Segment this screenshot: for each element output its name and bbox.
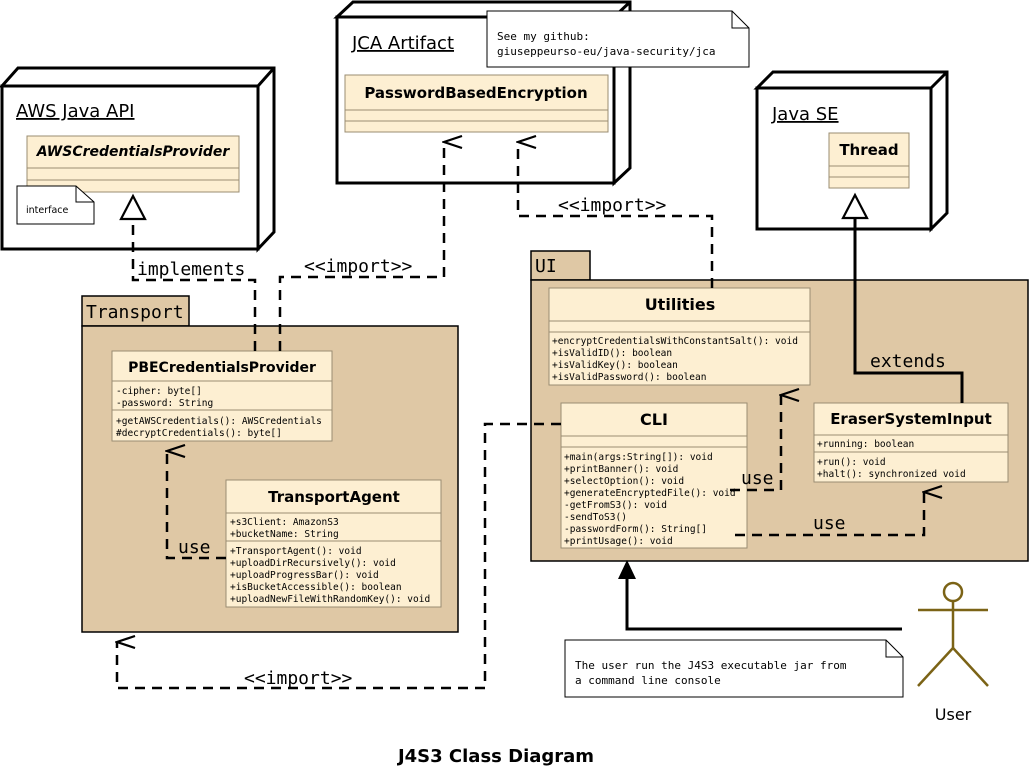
class-attribute: +bucketName: String: [230, 529, 339, 540]
class-attribute: +running: boolean: [817, 439, 914, 450]
class-method: +main(args:String[]): void: [564, 452, 713, 463]
stick-figure-icon: [917, 581, 989, 687]
note-interface: interface: [16, 185, 95, 225]
class-method: +isValidID(): boolean: [552, 348, 672, 359]
class-method: +generateEncryptedFile(): void: [564, 488, 736, 499]
class-method: -passwordForm(): String[]: [564, 524, 707, 535]
class-method: +halt(): synchronized void: [817, 469, 966, 480]
class-method: +selectOption(): void: [564, 476, 684, 487]
relation-import-utilities: <<import>>: [518, 142, 714, 288]
class-cli-name: CLI: [640, 410, 668, 429]
class-cli[interactable]: CLI +main(args:String[]): void +printBan…: [560, 402, 748, 549]
relation-import-transport: <<import>>: [117, 422, 561, 690]
note-user-line2: a command line console: [575, 674, 721, 687]
class-thread[interactable]: Thread: [828, 132, 910, 189]
class-eraser-name: EraserSystemInput: [830, 410, 992, 428]
actor-user-label: User: [935, 705, 972, 724]
relation-extends: extends: [841, 192, 964, 403]
class-method: +isValidPassword(): boolean: [552, 372, 706, 383]
note-user: The user run the J4S3 executable jar fro…: [564, 639, 904, 698]
class-method: +getAWSCredentials(): AWSCredentials: [116, 416, 322, 427]
class-method: +TransportAgent(): void: [230, 546, 362, 557]
relation-implements: implements: [119, 193, 257, 351]
node-aws-label: AWS Java API: [16, 101, 135, 122]
class-aws-name: AWSCredentialsProvider: [36, 144, 231, 160]
relation-user-ui: [618, 560, 902, 631]
class-transport-agent-name: TransportAgent: [268, 488, 400, 506]
class-method: +isBucketAccessible(): boolean: [230, 582, 402, 593]
relation-use-utilities-label: use: [741, 468, 774, 489]
note-github-line1: See my github:: [497, 30, 590, 43]
relation-use-utilities: use: [730, 395, 781, 492]
class-method: +printBanner(): void: [564, 464, 678, 475]
relation-implements-label: implements: [137, 259, 245, 280]
node-jca-label: JCA Artifact: [351, 33, 454, 54]
class-thread-name: Thread: [839, 141, 898, 159]
class-attribute: -password: String: [116, 398, 213, 409]
actor-user[interactable]: User: [917, 581, 989, 724]
class-transport-agent[interactable]: TransportAgent +s3Client: AmazonS3 +buck…: [225, 479, 442, 608]
relation-import-utilities-label: <<import>>: [558, 195, 667, 216]
node-javase-label: Java SE: [771, 104, 839, 125]
class-attribute: +s3Client: AmazonS3: [230, 517, 339, 528]
class-attribute: -cipher: byte[]: [116, 386, 202, 397]
class-method: #decryptCredentials(): byte[]: [116, 428, 282, 439]
relation-use-pbe-label: use: [178, 537, 211, 558]
relation-import-pbe: <<import>>: [278, 142, 444, 351]
class-method: +uploadNewFileWithRandomKey(): void: [230, 594, 430, 605]
class-method: +printUsage(): void: [564, 536, 673, 547]
note-user-line1: The user run the J4S3 executable jar fro…: [575, 659, 847, 672]
note-github: See my github: giuseppeurso-eu/java-secu…: [486, 10, 750, 68]
relation-use-eraser: use: [735, 492, 924, 537]
class-method: +run(): void: [817, 457, 886, 468]
class-method: +encryptCredentialsWithConstantSalt(): v…: [552, 336, 798, 347]
class-utilities-name: Utilities: [645, 295, 716, 314]
class-method: -getFromS3(): void: [564, 500, 667, 511]
relation-extends-label: extends: [870, 351, 946, 372]
note-interface-text: interface: [26, 205, 69, 216]
class-utilities[interactable]: Utilities +encryptCredentialsWithConstan…: [548, 287, 811, 386]
class-eraser-system-input[interactable]: EraserSystemInput +running: boolean +run…: [813, 402, 1009, 483]
note-github-line2: giuseppeurso-eu/java-security/jca: [497, 45, 716, 58]
relation-import-transport-label: <<import>>: [244, 668, 353, 689]
class-pbe-provider-name: PBECredentialsProvider: [128, 360, 316, 376]
relation-import-pbe-label: <<import>>: [304, 256, 413, 277]
class-pbe-credentials-provider[interactable]: PBECredentialsProvider -cipher: byte[] -…: [111, 350, 333, 442]
class-pbe-name: PasswordBasedEncryption: [364, 84, 587, 102]
package-ui-label: UI: [535, 256, 557, 277]
diagram-title: J4S3 Class Diagram: [396, 746, 594, 767]
class-method: +uploadDirRecursively(): void: [230, 558, 396, 569]
relation-use-eraser-label: use: [813, 513, 846, 534]
class-method: +isValidKey(): boolean: [552, 360, 678, 371]
class-method: +uploadProgressBar(): void: [230, 570, 379, 581]
class-password-based-encryption[interactable]: PasswordBasedEncryption: [344, 74, 609, 133]
package-transport-label: Transport: [86, 302, 184, 323]
class-method: -sendToS3(): [564, 512, 627, 523]
class-aws-credentials-provider[interactable]: AWSCredentialsProvider: [26, 135, 240, 193]
relation-use-pbe-provider: use: [167, 451, 226, 560]
